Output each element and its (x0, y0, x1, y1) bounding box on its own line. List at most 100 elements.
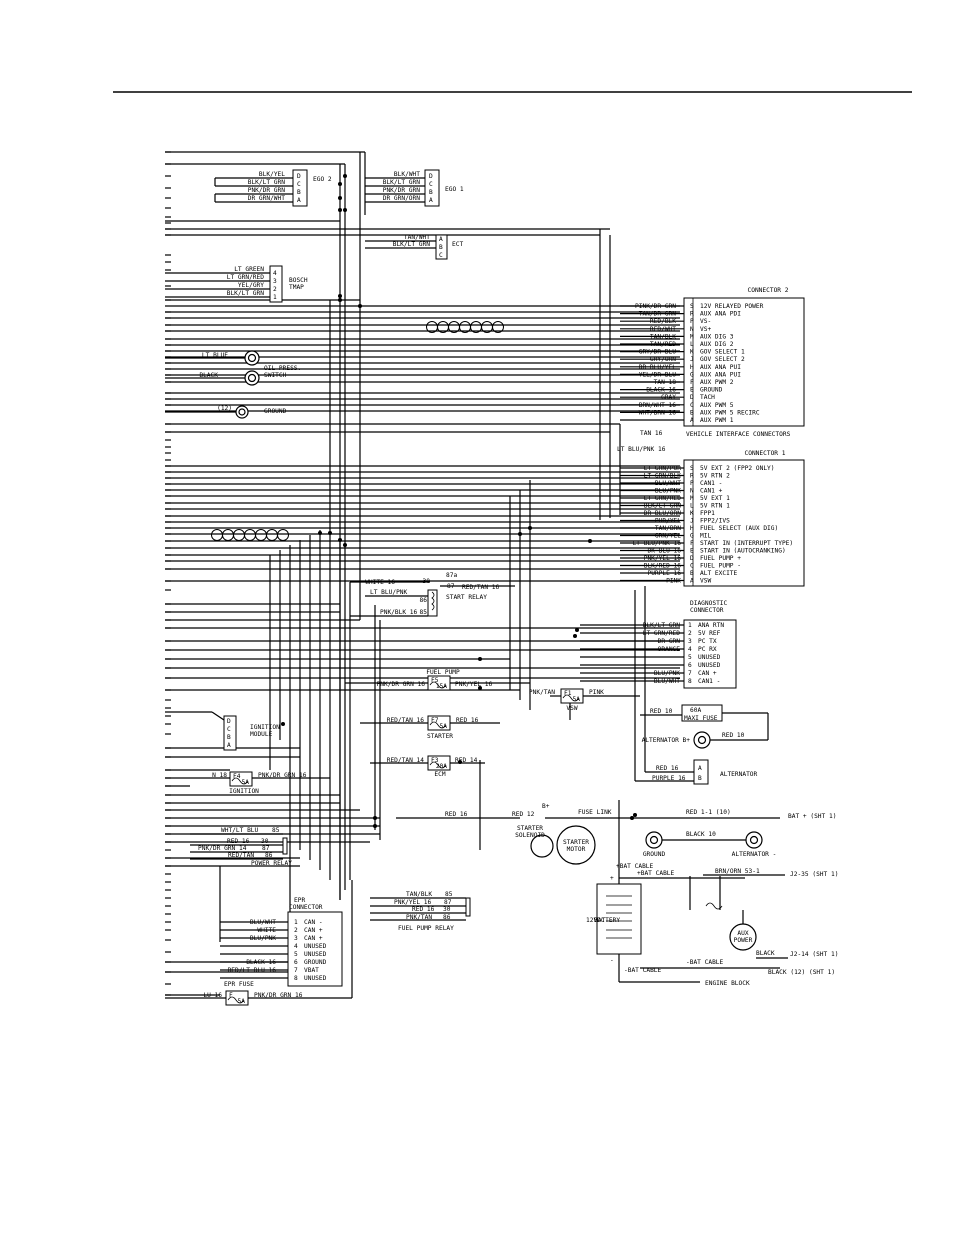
twisted-pair-coil (266, 529, 278, 541)
connector-2-wire: GRY/DR BLU (639, 349, 677, 356)
connector-2-function: AUX PWM 5 (700, 402, 734, 409)
vsw-left: PNK/TAN (529, 689, 555, 696)
splice-dot (338, 538, 342, 542)
connector-1-function: FUEL SELECT (AUX DIG) (700, 525, 778, 532)
ground-2-terminal (649, 835, 659, 845)
tmap-name: TMAP (289, 284, 304, 291)
epr-function: VBAT (304, 967, 319, 974)
diag-function: CAN + (698, 670, 717, 677)
diag-pin: 6 (688, 662, 692, 669)
splice-dot (343, 208, 347, 212)
connector-1-wire: LT BLU/PNK 16 (633, 540, 682, 547)
engine-block-label: ENGINE BLOCK (705, 980, 750, 987)
epr-connector (287, 911, 343, 987)
tmap-wire-label: BLK/LT GRN (227, 290, 265, 297)
connector-2-function: 12V RELAYED POWER (700, 303, 764, 310)
power-relay-w85: WHT/LT BLU (221, 827, 259, 834)
ego1-wire-label: PNK/DR GRN (383, 187, 421, 194)
start-relay-86: 86 (420, 597, 428, 604)
connector-1-title: CONNECTOR 1 (745, 450, 786, 457)
connector-2-function: AUX DIG 3 (700, 333, 734, 340)
connector-1-wire: PINK (666, 578, 681, 585)
epr-wire: BLU/WHT (250, 919, 276, 926)
connector-1-wire: DR BLU/ORN (644, 510, 682, 517)
connector-2-pin: A (690, 417, 694, 424)
epr-function: UNUSED (304, 975, 327, 982)
connector-2-function: GOV SELECT 1 (700, 349, 745, 356)
connector-2-pin: H (690, 364, 694, 371)
connector-2-pin: N (690, 326, 694, 333)
tmap-wire-label: LT GREEN (234, 266, 264, 273)
connector-1-pin: P (690, 480, 694, 487)
connector-1-pin: N (690, 488, 694, 495)
connector-2-pin: M (690, 333, 694, 340)
ego1-wire-label: DR GRN/ORN (383, 195, 421, 202)
epr-fuse-right: PNK/DR GRN 16 (254, 992, 303, 999)
diag-pin: 1 (688, 622, 692, 629)
diag-wire: BLK/LT GRN (643, 622, 681, 629)
connector-2-wire: GRY/ORN (650, 356, 676, 363)
alternator-bplus-terminal (697, 735, 707, 745)
start-relay-coil (431, 591, 435, 611)
connector-2-tan16: TAN 16 (640, 430, 663, 437)
start-relay-85: 85 (420, 609, 428, 616)
splice-dot (458, 760, 462, 764)
connector-1-pin: S (690, 465, 694, 472)
diagnostic-connector (683, 619, 737, 689)
fuel-pump-left: PNK/DR GRN 16 (377, 681, 426, 688)
ecm-fuse-name: ECM (434, 771, 445, 778)
aux-power-name: AUX (737, 930, 748, 937)
connector-2-pin: P (690, 318, 694, 325)
fpr-t87: 87 (444, 899, 452, 906)
fuel-pump-fuse-amp: 15A (436, 683, 447, 690)
connector-2-title: CONNECTOR 2 (748, 287, 789, 294)
epr-fuse-left: LU 16 (203, 992, 222, 999)
fpr-w85: TAN/BLK (406, 891, 432, 898)
starter-red12: RED 12 (512, 811, 535, 818)
red11-label: RED 1-1 (10) (686, 809, 731, 816)
connector-1-function: 5V RTN 1 (700, 503, 730, 510)
power-relay-t85: 85 (272, 827, 280, 834)
aux-coil (705, 902, 723, 910)
ego2-connector (292, 169, 308, 207)
j235-label: J2-35 (SHT 1) (790, 871, 838, 878)
epr-wire: RED/LT BLU 16 (228, 967, 277, 974)
alternator-pin: A (698, 765, 702, 772)
ego2-pin: A (297, 197, 301, 204)
twisted-pair-coil (244, 529, 256, 541)
tmap-name: BOSCH (289, 277, 308, 284)
connector-1-function: MIL (700, 533, 711, 540)
connector-2-wire: WHT/BRN 16 (639, 409, 677, 416)
connector-2-wire: BLACK 16 (646, 387, 676, 394)
connector-1-wire: BLU/WHT (655, 480, 681, 487)
connector-2-pin: K (690, 349, 694, 356)
fuselink-dot (630, 816, 634, 820)
starter-fuse-left: RED/TAN 16 (387, 717, 425, 724)
connector-2-function: AUX PWM 2 (700, 379, 734, 386)
aux-black: BLACK (756, 950, 775, 957)
power-relay-t30: 30 (261, 838, 269, 845)
connector-1-wire: LT GRN/RED (644, 495, 682, 502)
vsw-fuse-element (562, 694, 580, 702)
ego1-name: EGO 1 (445, 186, 464, 193)
connector-2-function: AUX PWM 5 RECIRC (700, 409, 760, 416)
connector-2-pin: B (690, 409, 694, 416)
connector-2-wire: BRN/WHT 16 (639, 402, 677, 409)
diag-function: PC TX (698, 638, 717, 645)
connector-1-function: FUEL PUMP + (700, 555, 741, 562)
fpr-w86: PNK/TAN (406, 914, 432, 921)
epr-pin: 2 (294, 927, 298, 934)
diag-function: ANA RTN (698, 622, 724, 629)
epr-pin: 4 (294, 943, 298, 950)
solenoid-name: SOLENOID (515, 832, 545, 839)
splice-dot (328, 531, 332, 535)
alternator-minus-terminal (749, 835, 759, 845)
connector-1-function: FPP1 (700, 510, 715, 517)
connector-1-function: FPP2/IVS (700, 518, 730, 525)
diag-pin: 3 (688, 638, 692, 645)
connector-1-function: 5V EXT 1 (700, 495, 730, 502)
diag-wire: BLU/WHT (654, 678, 680, 685)
splice-dot (281, 722, 285, 726)
epr-function: UNUSED (304, 943, 327, 950)
connector-2-footer: VEHICLE INTERFACE CONNECTORS (686, 431, 791, 438)
